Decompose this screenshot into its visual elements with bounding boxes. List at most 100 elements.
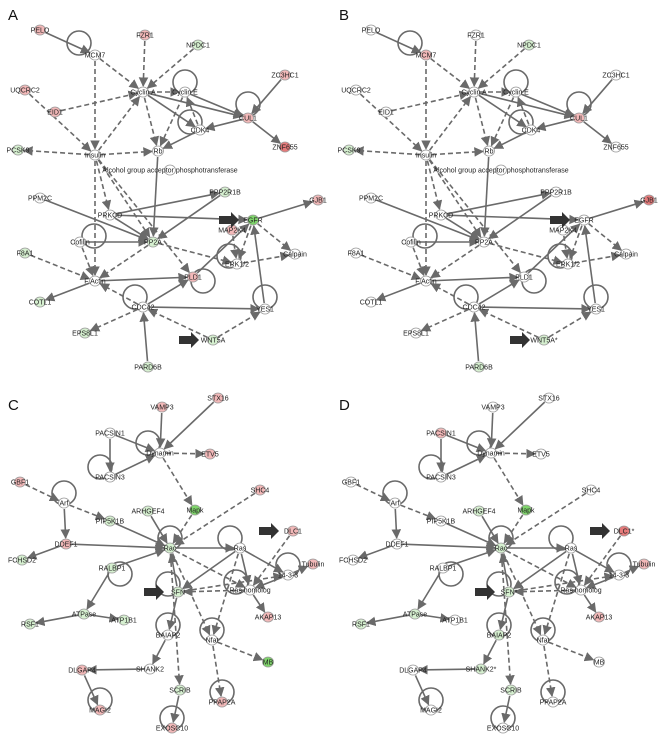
node-prkcd[interactable]: PRKCD: [429, 209, 454, 221]
node-mapk[interactable]: Mapk: [186, 504, 204, 516]
node-ralbp1[interactable]: RALBP1: [430, 562, 457, 574]
node-wnt5a[interactable]: WNT5A*: [530, 334, 558, 346]
node-npdc1[interactable]: NPDC1: [186, 39, 210, 51]
node-mcm7[interactable]: MCM7: [416, 49, 437, 61]
node-yes1[interactable]: YES1: [256, 303, 274, 315]
node-akap13[interactable]: AKAP13: [255, 611, 282, 623]
node-cdc42[interactable]: CDC42: [132, 301, 155, 313]
node-arhgef4[interactable]: ARHGEF4: [462, 505, 496, 517]
node-ras[interactable]: Ras: [565, 542, 578, 554]
node-fzr1[interactable]: FZR1: [467, 29, 485, 41]
node-factin[interactable]: F Actin: [84, 275, 106, 287]
node-atp1b1[interactable]: ATP1B1: [442, 614, 468, 626]
node-rashomolog[interactable]: Ras homolog: [229, 584, 271, 596]
node-rac[interactable]: Rac: [495, 542, 508, 554]
node-baiap2[interactable]: BAIAP2: [156, 629, 181, 641]
node-pcsk9[interactable]: PCSK9: [338, 144, 361, 156]
node-pard6b[interactable]: PARD6B: [465, 361, 493, 373]
node-tubulin[interactable]: Tubulin: [302, 558, 325, 570]
node-etv5[interactable]: ETV5: [532, 448, 550, 460]
node-gbf1[interactable]: GBF1: [342, 476, 360, 488]
node-arf[interactable]: Arf: [58, 497, 70, 509]
node-pelo[interactable]: PELO: [31, 24, 50, 36]
node-gbf1[interactable]: GBF1: [11, 476, 29, 488]
node-atpase[interactable]: ATPase: [403, 608, 427, 620]
node-cdk4[interactable]: CDK4: [522, 124, 541, 136]
node-pp2a[interactable]: PP2A: [144, 236, 162, 248]
node-dlc1[interactable]: DLC1: [284, 525, 302, 537]
node-erk12[interactable]: ERK1/2: [225, 258, 249, 270]
node-1433[interactable]: 14-3-3: [609, 569, 629, 581]
node-agap[interactable]: Alcohol group acceptor phosphotransferas…: [102, 164, 238, 176]
node-pacsin1[interactable]: PACSIN1: [426, 427, 456, 439]
node-scrib[interactable]: SCRIB: [169, 684, 191, 696]
node-akap13[interactable]: AKAP13: [586, 611, 613, 623]
node-1433[interactable]: 14-3-3: [278, 569, 298, 581]
node-npdc1[interactable]: NPDC1: [517, 39, 541, 51]
node-dlc1[interactable]: DLC1*: [614, 525, 635, 537]
node-atpase[interactable]: ATPase: [72, 608, 96, 620]
node-rb[interactable]: Rb: [152, 145, 164, 157]
node-agap[interactable]: Alcohol group acceptor phosphotransferas…: [433, 164, 569, 176]
node-insulin[interactable]: Insulin: [85, 149, 105, 161]
node-vamp3[interactable]: VAMP3: [150, 401, 174, 413]
node-yes1[interactable]: YES1: [587, 303, 605, 315]
node-dynamin[interactable]: Dynamin: [477, 447, 505, 459]
node-pard6b[interactable]: PARD6B: [134, 361, 162, 373]
node-nfat[interactable]: Nfat: [537, 634, 550, 646]
node-rsf1[interactable]: RSF1: [21, 618, 39, 630]
node-exosc10[interactable]: EXOSC10: [487, 722, 519, 734]
node-mb[interactable]: MB: [262, 656, 274, 668]
node-cycline[interactable]: Cyclin E: [503, 86, 529, 98]
node-etv5[interactable]: ETV5: [201, 448, 219, 460]
node-erk12[interactable]: ERK1/2: [556, 258, 580, 270]
node-pacsin1[interactable]: PACSIN1: [95, 427, 125, 439]
node-mb[interactable]: MB: [593, 656, 605, 668]
node-cyclina[interactable]: Cyclin A: [461, 86, 487, 98]
node-pp2a[interactable]: PP2A: [475, 236, 493, 248]
node-f8a1[interactable]: F8A1: [17, 247, 34, 259]
node-egfr[interactable]: EGFR: [243, 214, 263, 226]
node-insulin[interactable]: Insulin: [416, 149, 436, 161]
node-cul1[interactable]: CUL1: [239, 112, 257, 124]
node-fchsd2[interactable]: FCHSD2: [339, 554, 367, 566]
node-zc3hc1[interactable]: ZC3HC1: [271, 69, 299, 81]
node-tubulin[interactable]: Tubulin: [633, 558, 656, 570]
node-ppap2a[interactable]: PPAP2A: [209, 696, 236, 708]
node-fchsd2[interactable]: FCHSD2: [8, 554, 36, 566]
node-ppm2c[interactable]: PPM2C: [359, 192, 383, 204]
node-mapk[interactable]: Mapk: [517, 504, 535, 516]
node-sfn[interactable]: SFN: [171, 586, 185, 598]
node-uqcrc2[interactable]: UQCRC2: [10, 84, 40, 96]
node-eid1[interactable]: EID1: [47, 106, 63, 118]
node-rsf1[interactable]: RSF1: [352, 618, 370, 630]
node-stx16[interactable]: STX16: [538, 392, 560, 404]
node-rashomolog[interactable]: Ras homolog: [560, 584, 602, 596]
node-pip5k1b[interactable]: PIP5K1B: [427, 515, 456, 527]
node-ppap2a[interactable]: PPAP2A: [540, 696, 567, 708]
node-dlgap4[interactable]: DLGAP4: [68, 664, 96, 676]
node-pacsin3[interactable]: PACSIN3: [426, 471, 456, 483]
node-factin[interactable]: F Actin: [415, 275, 437, 287]
node-exosc10[interactable]: EXOSC10: [156, 722, 188, 734]
node-sfn[interactable]: SFN*: [501, 586, 518, 598]
node-pld1[interactable]: PLD1: [515, 271, 533, 283]
node-cofilin[interactable]: Cofilin: [70, 236, 90, 248]
node-arhgef4[interactable]: ARHGEF4: [131, 505, 165, 517]
node-wnt5a[interactable]: WNT5A: [201, 334, 226, 346]
node-eps8l1[interactable]: EPS8L1: [72, 327, 98, 339]
node-cofilin[interactable]: Cofilin: [401, 236, 421, 248]
node-f8a1[interactable]: F8A1: [348, 247, 365, 259]
node-cotl1[interactable]: COTL1: [29, 296, 52, 308]
node-calpain[interactable]: Calpain: [283, 248, 307, 260]
node-ddef1[interactable]: DDEF1: [55, 538, 78, 550]
node-nfat[interactable]: Nfat: [206, 634, 219, 646]
node-ralbp1[interactable]: RALBP1: [99, 562, 126, 574]
node-dlgap4[interactable]: DLGAP4: [399, 664, 427, 676]
node-ppp2r1b[interactable]: PPP2R1B: [540, 186, 572, 198]
node-prkcd[interactable]: PRKCD: [98, 209, 123, 221]
node-cdc42[interactable]: CDC42: [463, 301, 486, 313]
node-znf655[interactable]: ZNF655: [603, 141, 629, 153]
node-baiap2[interactable]: BAIAP2: [487, 629, 512, 641]
node-stx16[interactable]: STX16: [207, 392, 229, 404]
